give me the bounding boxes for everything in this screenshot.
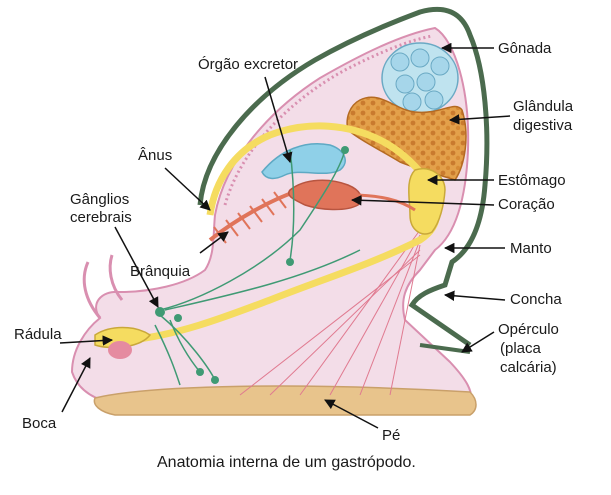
pointers [59,42,511,429]
label-operculo-2: (placa [500,340,542,357]
pointer-branquia [199,231,229,254]
foot-muscles [239,229,421,396]
label-pe: Pé [382,427,400,444]
pointer-coracao [350,195,495,206]
label-ganglios-1: Gânglios [70,191,129,208]
shell-spire [197,6,490,348]
pointer-orgao [264,76,293,164]
figure-caption: Anatomia interna de um gastrópodo. [157,454,416,471]
intestine [206,122,428,216]
pointer-radula [59,335,114,346]
pointer-boca [61,357,91,413]
label-glandula-1: Glândula [513,98,574,115]
label-gonada: Gônada [498,40,552,57]
head-tentacle-2 [108,254,124,301]
pointer-concha [443,290,506,302]
label-anus: Ânus [138,147,172,164]
label-manto: Manto [510,240,552,257]
label-estomago: Estômago [498,172,566,189]
labels: Gônada Glândula digestiva Órgão excretor… [14,40,574,471]
label-boca: Boca [22,415,57,432]
label-concha: Concha [510,291,562,308]
head-tentacle [82,261,102,319]
label-orgao-excretor: Órgão excretor [198,56,298,73]
pointer-ganglios [114,226,159,308]
label-branquia: Brânquia [130,263,191,280]
label-coracao: Coração [498,196,555,213]
label-radula: Rádula [14,326,62,343]
nerve-ganglia [155,146,349,384]
excretory-organ [261,143,346,180]
label-ganglios-2: cerebrais [70,209,132,226]
foot [93,385,477,416]
pointer-anus [164,167,211,211]
label-glandula-2: digestiva [513,117,573,134]
pointer-glandula [448,114,511,125]
pointer-pe [324,399,379,429]
mantle-edge [223,34,433,206]
gonad [381,42,459,114]
label-operculo-3: calcária) [500,359,557,376]
buccal-mass [108,341,132,359]
label-operculo-1: Opérculo [498,321,559,338]
pointer-operculo [461,331,495,353]
